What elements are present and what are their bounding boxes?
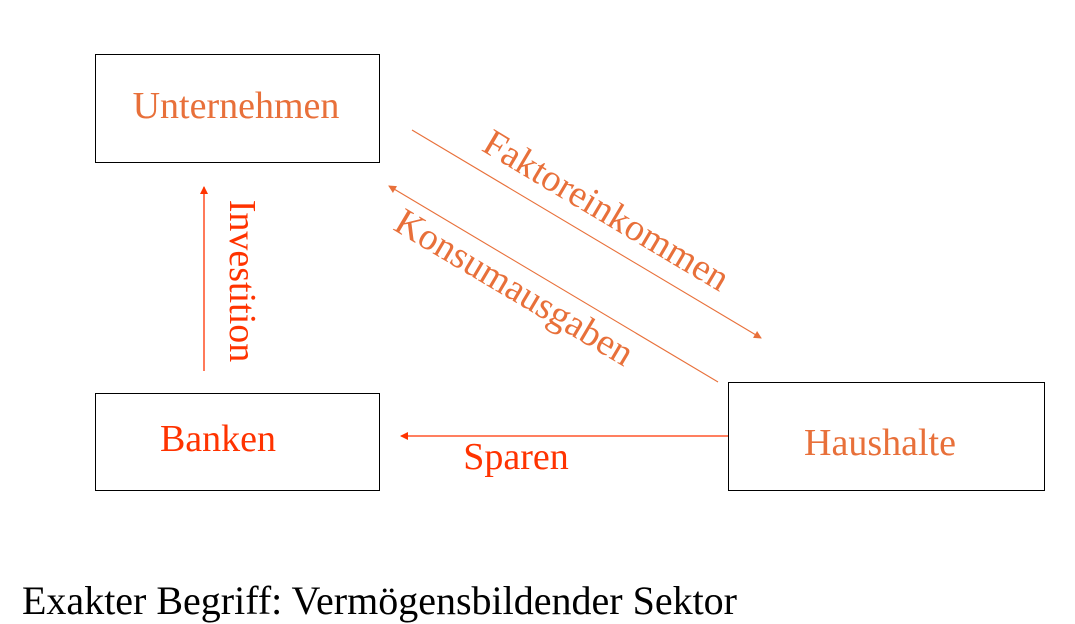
node-label-unternehmen: Unternehmen — [133, 85, 340, 127]
flow-label-investition: Investition — [221, 200, 263, 363]
arrow-konsumausgaben — [388, 185, 719, 383]
arrow-faktoreinkommen — [411, 129, 762, 339]
footer-note: Exakter Begriff: Vermögensbildender Sekt… — [22, 578, 737, 623]
flow-label-sparen: Sparen — [463, 436, 569, 478]
node-banken: Banken — [95, 393, 380, 491]
node-label-haushalte: Haushalte — [804, 422, 956, 464]
node-unternehmen: Unternehmen — [95, 54, 380, 163]
node-haushalte: Haushalte — [728, 382, 1045, 491]
node-label-banken: Banken — [160, 418, 276, 460]
